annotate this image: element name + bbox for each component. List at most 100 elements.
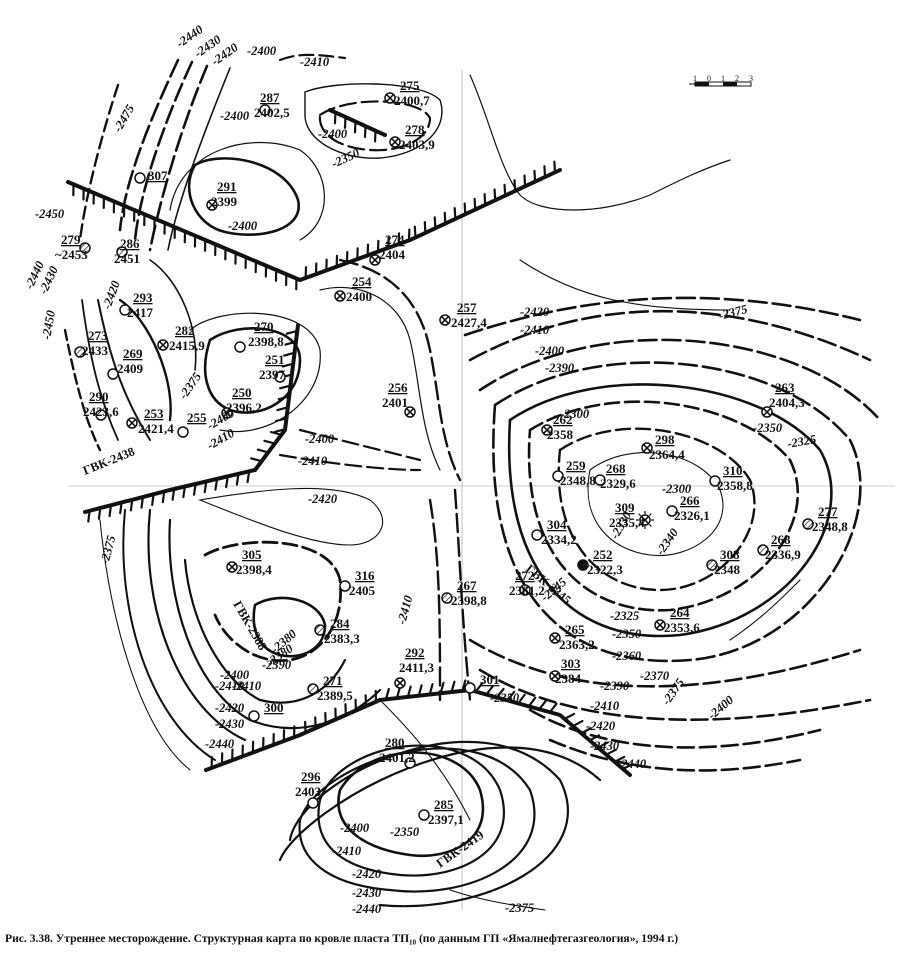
isoline-label: -2430: [215, 717, 245, 731]
well-number: 254: [352, 274, 372, 289]
isoline-label: -2450: [39, 309, 58, 341]
well-value: 2348: [714, 562, 741, 577]
well-number: 293: [133, 290, 153, 305]
fault-hatch: [142, 497, 143, 508]
scale-bar-label: 1: [721, 74, 725, 83]
well-number: 268: [771, 532, 791, 547]
scale-bar-label: 0: [707, 74, 711, 83]
isoline-label: -2300: [662, 482, 692, 496]
well-value: 2364,4: [649, 447, 685, 462]
figure-caption: Рис. 3.38. Утреннее месторождение. Струк…: [5, 932, 897, 945]
fault-hatch: [425, 222, 426, 233]
fault-hatch: [465, 203, 466, 214]
well-value: 2405: [349, 583, 376, 598]
isoline-label: -2430: [590, 739, 620, 753]
fault-line: [300, 170, 560, 280]
well-number: 274: [385, 232, 405, 247]
fault-hatch: [264, 441, 274, 444]
well-value: 2326,1: [674, 508, 710, 523]
well-value: 2398,8: [248, 334, 284, 349]
fault-hatch: [445, 213, 446, 224]
wells-layer: 2872402,52752400,72782403,93072912399279…: [55, 78, 848, 827]
well-number: 256: [388, 380, 408, 395]
isoline-label: -2390: [262, 658, 292, 672]
well-symbol-cross: [440, 315, 450, 325]
well-value: 2397,1: [428, 812, 464, 827]
fault-hatch: [475, 199, 476, 210]
fault-hatch: [131, 500, 132, 511]
well-value: 2404,3: [769, 395, 805, 410]
fault-hatch: [539, 701, 546, 710]
fault-hatch: [529, 698, 536, 707]
well-value: 2427,4: [451, 315, 487, 330]
isoline-label: -2420: [215, 701, 245, 715]
fault-hatch: [251, 458, 261, 461]
fault-hatch: [163, 492, 164, 503]
well-value: 2417: [127, 305, 154, 320]
isoline-label: -2420: [520, 305, 550, 319]
isoline-label: -2400: [340, 821, 370, 835]
isoline-label: -2400: [535, 344, 565, 358]
isoline-label: -2300: [560, 407, 590, 421]
isoline-label: -2450: [35, 207, 65, 221]
well-number: 298: [655, 432, 675, 447]
well-symbol-open: [135, 173, 145, 183]
well-number: 303: [561, 656, 581, 671]
isoline-label: -2350: [490, 691, 520, 705]
well-symbol-cross: [158, 340, 168, 350]
isoline-label: -2410: [298, 454, 328, 468]
gwc-label: ГВК-2438: [81, 444, 137, 477]
well-symbol-cross: [127, 418, 137, 428]
fault-hatch: [88, 511, 89, 522]
well-number: 286: [120, 236, 140, 251]
well-value: 2322,3: [587, 562, 623, 577]
well-symbol-open: [178, 427, 188, 437]
isoline-label: -2400: [318, 127, 348, 141]
well-value: 2384: [555, 671, 582, 686]
well-value: 2336,9: [765, 547, 801, 562]
well-value: 2403,9: [399, 137, 435, 152]
well-value: 2334,2: [541, 532, 577, 547]
well-number: 255: [187, 410, 207, 425]
well-value: 2348,8: [812, 519, 848, 534]
isoline-label: -2475: [110, 102, 137, 134]
well-number: 251: [265, 352, 285, 367]
scale-bar-label: 2: [735, 74, 739, 83]
gwc-label: ГВК-2419: [434, 828, 487, 871]
isoline-label: -2420: [352, 867, 382, 881]
well-number: 279: [61, 232, 81, 247]
fault-hatch: [565, 714, 575, 719]
well-number: 316: [355, 568, 375, 583]
fault-hatch: [435, 217, 436, 228]
well-value: 2358,8: [717, 478, 753, 493]
contour-lines: [65, 55, 880, 910]
well-value: 2404: [379, 247, 406, 262]
well-symbol-open: [465, 683, 475, 693]
well-number: 310: [723, 463, 743, 478]
fault-hatch: [524, 176, 525, 187]
isoline-label: -2325: [786, 432, 817, 451]
isoline-label: -2390: [545, 361, 575, 375]
well-number: 277: [818, 504, 838, 519]
well-value: 2409: [117, 361, 144, 376]
well-number: 270: [254, 319, 274, 334]
well-symbol-open: [249, 711, 259, 721]
isoline-label: -2440: [352, 902, 382, 916]
well-number: 284: [330, 616, 350, 631]
well-value: 2383,3: [324, 631, 360, 646]
well-value: 2398,8: [451, 593, 487, 608]
fault-hatch: [455, 208, 456, 219]
